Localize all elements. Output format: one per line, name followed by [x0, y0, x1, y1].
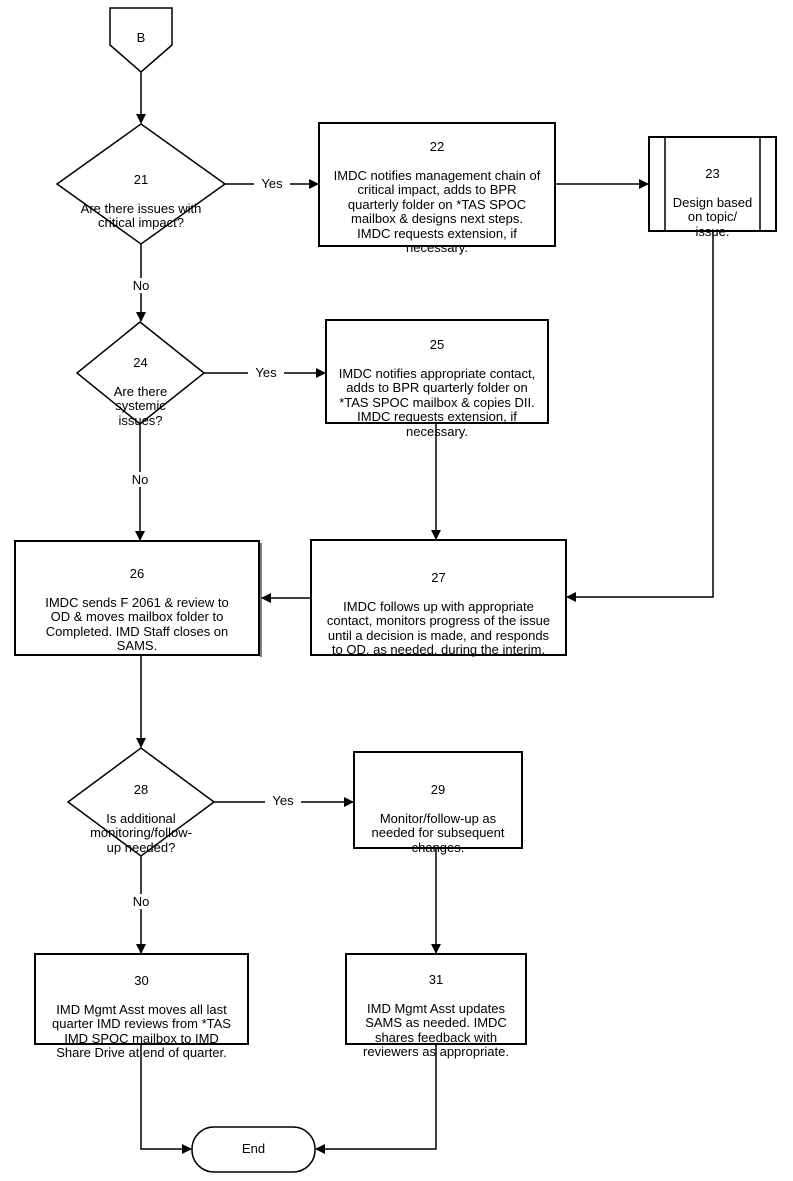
process-29-shape	[353, 751, 523, 849]
arrow-30-to-end	[140, 1044, 192, 1154]
decision-24-text: Are there systemic issues?	[113, 383, 168, 428]
arrow-23-to-27	[566, 231, 714, 602]
process-29-number: 29	[430, 781, 446, 797]
process-22-text: IMDC notifies management chain of critic…	[333, 167, 541, 255]
process-22-shape	[318, 122, 556, 247]
edge-label-yes-28: Yes	[265, 793, 301, 808]
terminator-end-label: End	[241, 1141, 266, 1156]
decision-28-number: 28	[133, 781, 149, 797]
connector-b-shape	[109, 7, 173, 73]
process-25-shape	[325, 319, 549, 424]
decision-24-number: 24	[133, 354, 148, 370]
process-29-text: Monitor/follow-up as needed for subseque…	[371, 810, 505, 855]
edge-label-no-28: No	[126, 894, 156, 909]
process-31-number: 31	[428, 971, 444, 987]
edge-label-yes-21: Yes	[254, 176, 290, 191]
decision-21: 21 Are there issues with critical impact…	[57, 158, 225, 245]
process-31-text: IMD Mgmt Asst updates SAMS as needed. IM…	[363, 1000, 509, 1059]
decision-28-text: Is additional monitoring/follow- up need…	[90, 810, 192, 855]
process-26: 26 IMDC sends F 2061 & review to OD & mo…	[15, 552, 259, 668]
process-22: 22 IMDC notifies management chain of cri…	[319, 125, 555, 270]
decision-21-number: 21	[133, 171, 149, 187]
edge-label-no-21: No	[126, 278, 156, 293]
decision-24: 24 Are there systemic issues?	[77, 341, 204, 443]
process-25-number: 25	[429, 336, 445, 352]
process-23-number: 23	[705, 165, 720, 181]
connector-b-label: B	[136, 30, 146, 45]
process-31: 31 IMD Mgmt Asst updates SAMS as needed.…	[346, 958, 526, 1074]
process-27-text: IMDC follows up with appropriate contact…	[326, 598, 551, 657]
process-30: 30 IMD Mgmt Asst moves all last quarter …	[35, 959, 248, 1075]
decision-28: 28 Is additional monitoring/follow- up n…	[68, 768, 214, 870]
process-25-text: IMDC notifies appropriate contact, adds …	[338, 365, 536, 439]
process-29: 29 Monitor/follow-up as needed for subse…	[354, 768, 522, 870]
process-22-number: 22	[429, 138, 445, 154]
edge-label-no-24: No	[125, 472, 155, 487]
process-30-text: IMD Mgmt Asst moves all last quarter IMD…	[52, 1001, 231, 1060]
process-30-number: 30	[134, 972, 149, 988]
process-23: 23 Design based on topic/ issue.	[665, 152, 760, 254]
decision-21-text: Are there issues with critical impact?	[80, 200, 202, 230]
process-26-shape	[14, 540, 260, 656]
process-27-shape	[310, 539, 567, 656]
process-30-shape	[34, 953, 249, 1045]
process-31-shape	[345, 953, 527, 1045]
process-27-number: 27	[431, 569, 446, 585]
process-27: 27 IMDC follows up with appropriate cont…	[311, 556, 566, 672]
process-25: 25 IMDC notifies appropriate contact, ad…	[326, 323, 548, 454]
arrow-31-to-end	[315, 1044, 437, 1154]
process-23-text: Design based on topic/ issue.	[672, 194, 753, 239]
process-26-text: IMDC sends F 2061 & review to OD & moves…	[45, 594, 229, 653]
process-26-number: 26	[129, 565, 145, 581]
edge-label-yes-24: Yes	[248, 365, 284, 380]
